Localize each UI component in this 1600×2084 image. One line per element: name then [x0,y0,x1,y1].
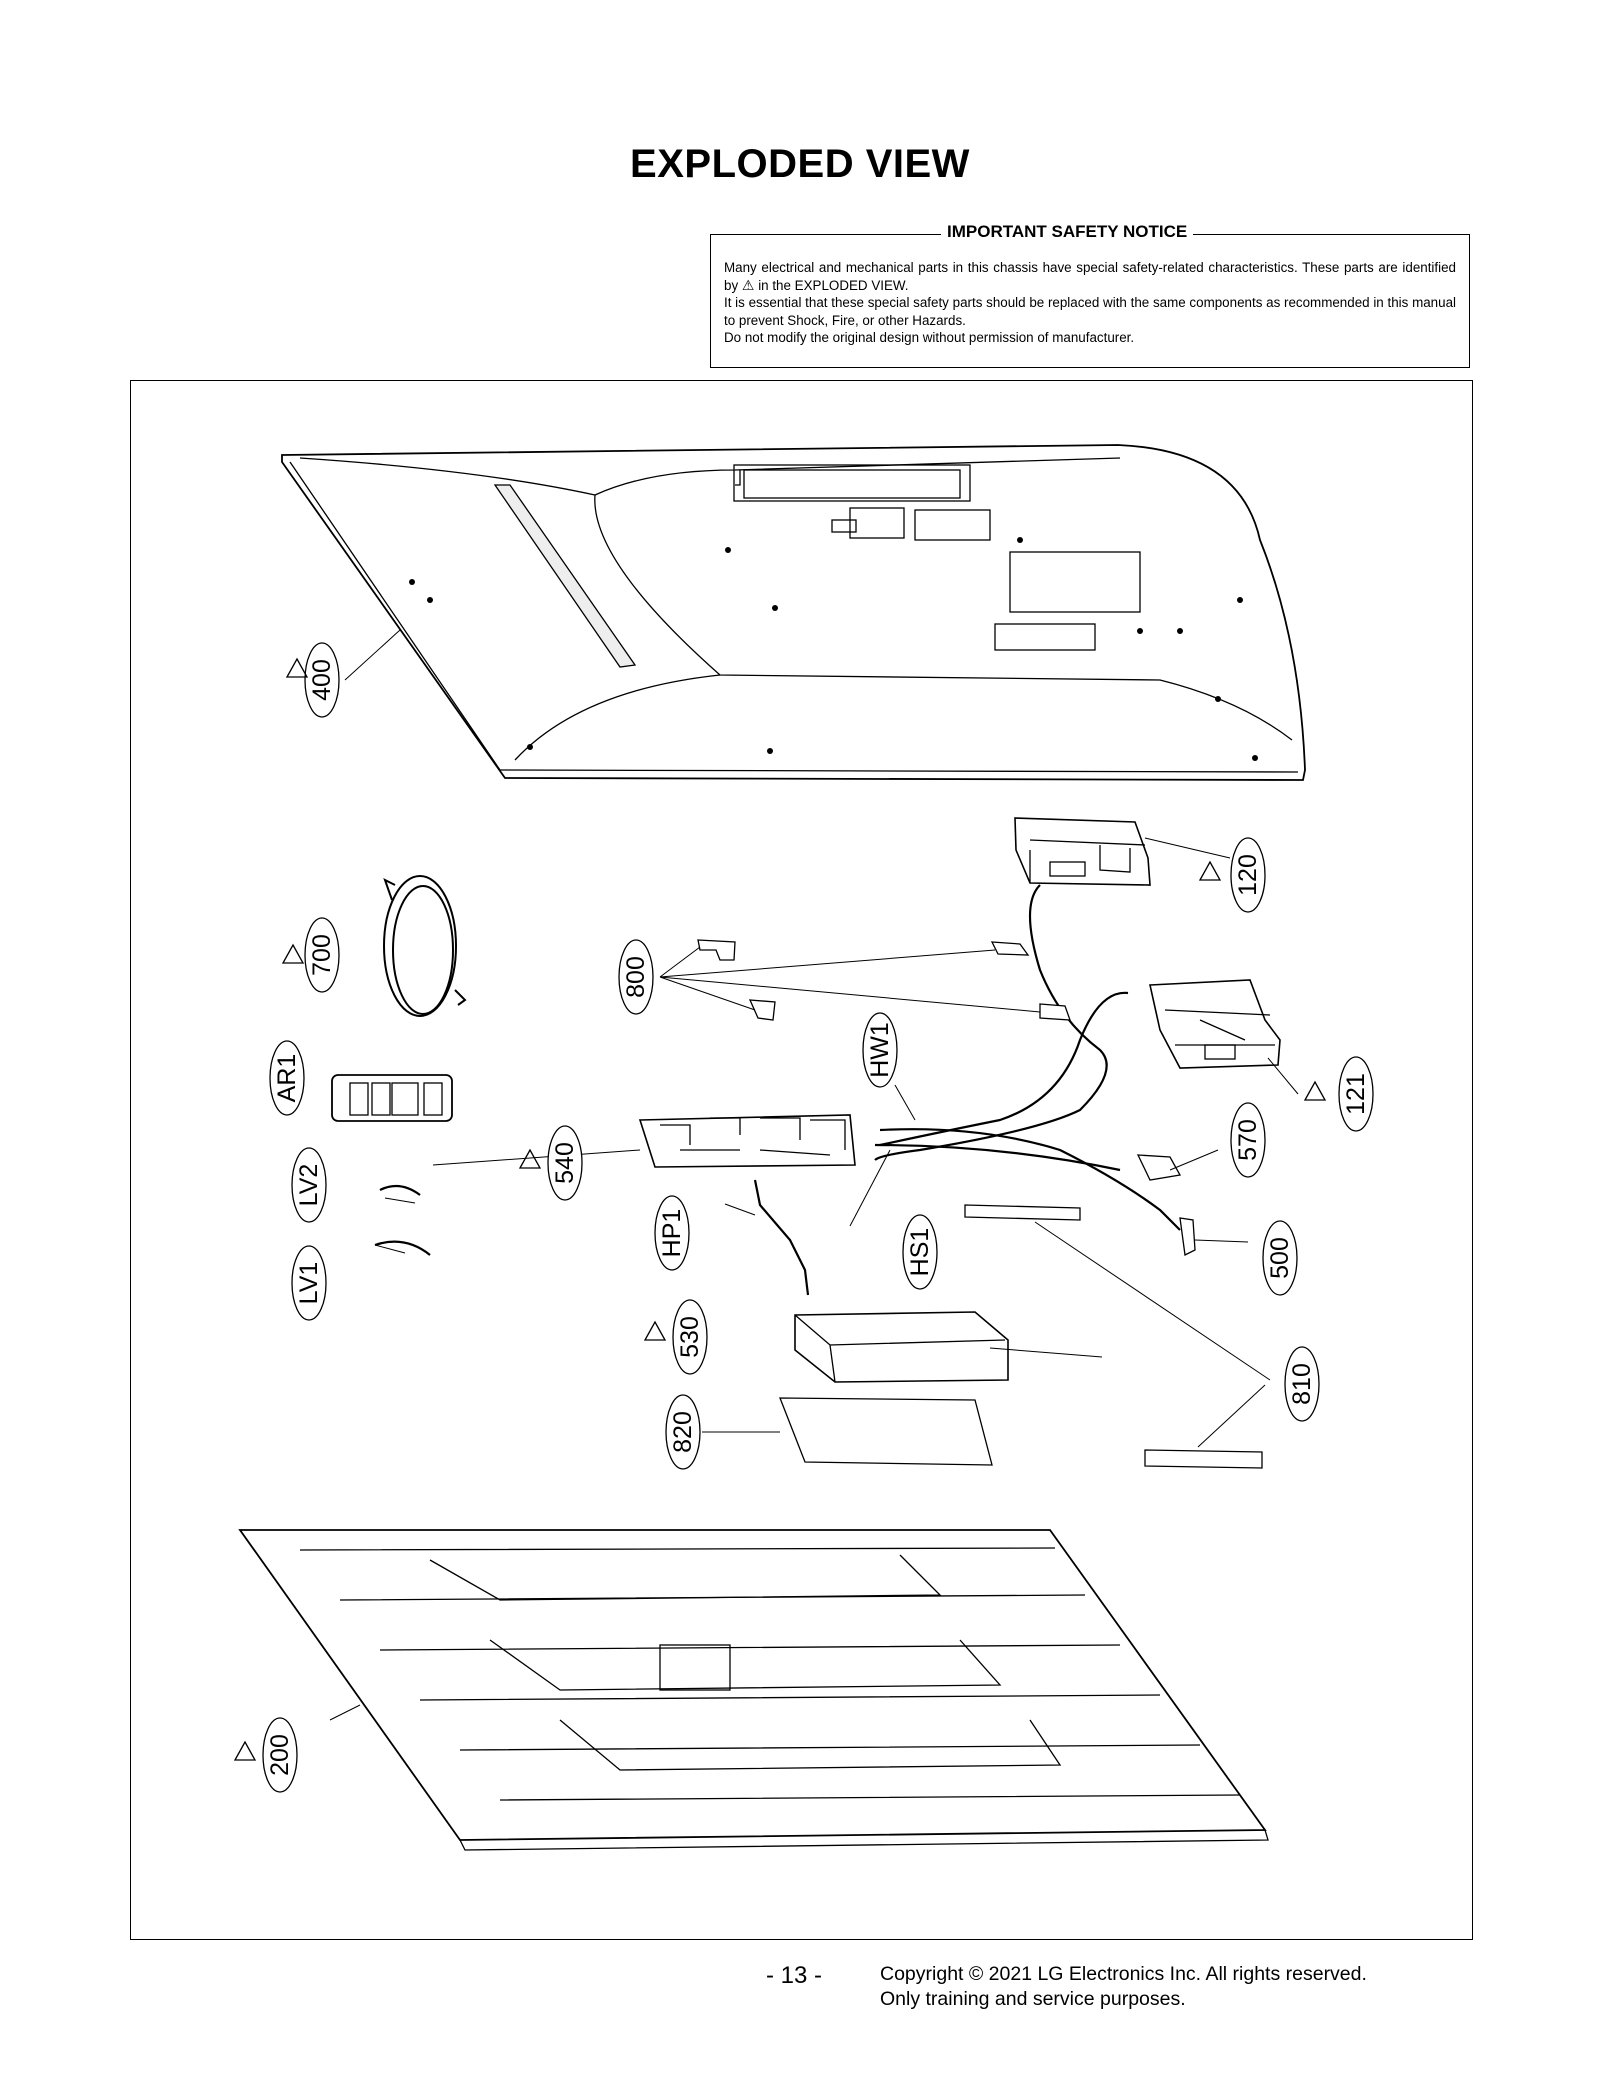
part-number-800: 800 [622,956,650,998]
training-note: Only training and service purposes. [880,1988,1186,2010]
part-number-hw1: HW1 [866,1022,894,1078]
part-number-500: 500 [1266,1237,1294,1279]
main-board-540 [638,1114,856,1168]
part-number-700: 700 [308,934,336,976]
part-number-hs1: HS1 [906,1228,934,1277]
copyright-block: Copyright © 2021 LG Electronics Inc. All… [880,1962,1367,2012]
part-number-lv2: LV2 [295,1164,323,1207]
label-ar1: AR1 [269,1040,305,1116]
warning-triangle-icon [643,1320,667,1341]
lvds-cable-lv2 [379,1184,421,1196]
label-hw1: HW1 [862,1012,898,1088]
part-number-200: 200 [266,1734,294,1776]
label-500: 500 [1262,1220,1298,1296]
label-lv2: LV2 [291,1147,327,1223]
part-number-530: 530 [676,1316,704,1358]
notice-line2: It is essential that these special safet… [724,295,1456,328]
label-700: 700 [304,917,340,993]
remote-ar1-part [331,1074,453,1122]
part-number-570: 570 [1234,1119,1262,1161]
safety-notice-body: Many electrical and mechanical parts in … [724,259,1456,347]
part-number-810: 810 [1288,1363,1316,1405]
warning-triangle-icon [233,1740,257,1761]
back-cover-part [281,444,1306,781]
board-570-part [1136,1154,1182,1181]
rail-810-part [964,1204,1271,1469]
power-cord-part [383,875,467,1017]
cable-part [874,1143,1121,1172]
cable-part [753,1179,810,1296]
label-800: 800 [618,939,654,1015]
lvds-cable-lv1 [374,1240,431,1256]
notice-line1: Many electrical and mechanical parts in … [724,260,1456,293]
warning-triangle-icon [281,943,305,964]
warning-triangle-icon: ⚠ [741,276,755,293]
label-400: 400 [304,642,340,718]
part-number-121: 121 [1342,1073,1370,1115]
cable-part [874,884,1108,1161]
part-number-120: 120 [1234,854,1262,896]
warning-triangle-icon [518,1148,542,1169]
label-570: 570 [1230,1102,1266,1178]
module-frame-200 [238,1529,1269,1851]
part-number-820: 820 [669,1411,697,1453]
part-number-400: 400 [308,659,336,701]
copyright-line: Copyright © 2021 LG Electronics Inc. All… [880,1963,1367,1985]
label-820: 820 [665,1394,701,1470]
label-121: 121 [1338,1056,1374,1132]
label-hp1: HP1 [654,1195,690,1271]
warning-triangle-icon [1198,860,1222,881]
safety-notice-box: IMPORTANT SAFETY NOTICE Many electrical … [710,222,1470,368]
warning-triangle-icon [285,657,309,678]
part-number-ar1: AR1 [273,1054,301,1103]
warning-triangle-icon [1303,1080,1327,1101]
page-title: EXPLODED VIEW [630,142,970,186]
label-810: 810 [1284,1346,1320,1422]
part-number-lv1: LV1 [295,1262,323,1305]
part-number-540: 540 [551,1142,579,1184]
cable-part [879,991,1129,1147]
module-500-part [1179,1217,1196,1256]
label-120: 120 [1230,837,1266,913]
power-unit-120 [1014,817,1151,886]
label-lv1: LV1 [291,1245,327,1321]
power-unit-121 [1149,979,1281,1069]
shield-530-part [794,1311,1009,1383]
brackets-800-part [659,939,1071,1021]
label-540: 540 [547,1125,583,1201]
notice-line3: Do not modify the original design withou… [724,330,1135,345]
sheet-820-part [779,1397,993,1466]
part-number-hp1: HP1 [658,1209,686,1258]
drawing-frame [130,380,1473,1940]
safety-notice-title: IMPORTANT SAFETY NOTICE [941,222,1194,242]
notice-line1-tail: in the EXPLODED VIEW. [758,277,909,293]
label-200: 200 [262,1717,298,1793]
page-number: - 13 - [766,1962,823,1989]
label-530: 530 [672,1299,708,1375]
label-hs1: HS1 [902,1214,938,1290]
